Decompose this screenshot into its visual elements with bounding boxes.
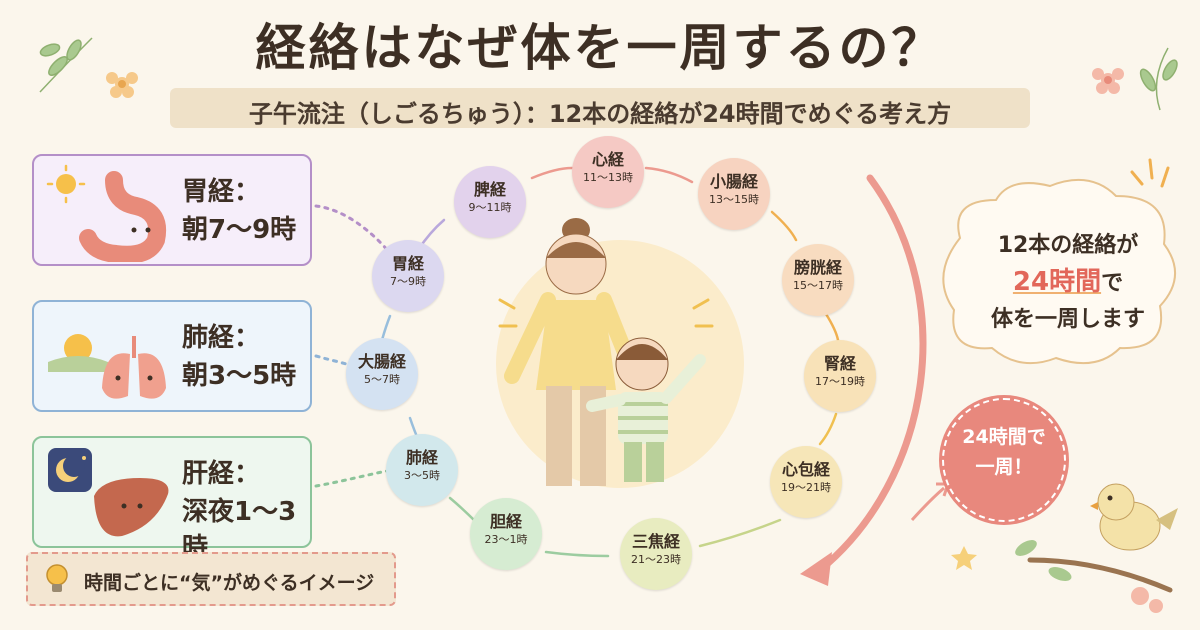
- bubble-after: で: [1101, 271, 1124, 296]
- sunrise-icon: [48, 334, 108, 372]
- badge-line: 24時間で: [962, 426, 1046, 448]
- meridian-node-lung: 肺経 3〜5時: [386, 434, 458, 506]
- cycle-connectors: [380, 166, 840, 558]
- bubble-line: 体を一周します: [990, 307, 1145, 332]
- connector-dots: [314, 204, 396, 260]
- meridian-time: 19〜21時: [781, 481, 831, 494]
- meridian-time: 17〜19時: [815, 375, 865, 388]
- meridian-node-large-intestine: 大腸経 5〜7時: [346, 338, 418, 410]
- card-icons: [46, 164, 166, 262]
- arrow-head-icon: [800, 552, 832, 586]
- meridian-node-small-intestine: 小腸経 13〜15時: [698, 158, 770, 230]
- moon-icon: [48, 448, 92, 492]
- card-meridian-time: 朝3〜5時: [182, 361, 297, 391]
- sun-icon: [46, 164, 86, 204]
- cycle-badge-text: 24時間で 一周！: [942, 422, 1066, 482]
- meridian-name: 胃経: [391, 254, 424, 273]
- meridian-node-kidney: 腎経 17〜19時: [804, 340, 876, 412]
- subtitle-band: [170, 88, 1030, 128]
- cloud-bubble: [942, 179, 1177, 365]
- card-stomach-meridian: 胃経： 朝7〜9時: [32, 154, 312, 266]
- card-icons: [48, 448, 169, 537]
- stomach-icon: [79, 171, 166, 262]
- card-meridian-name: 肝経：: [182, 459, 261, 489]
- card-meridian-name: 肺経：: [182, 323, 261, 353]
- sparkle-icon: [1130, 158, 1170, 188]
- meridian-node-spleen: 脾経 9〜11時: [454, 166, 526, 238]
- leaf-sprig-icon: [39, 37, 93, 93]
- meridian-name: 心経: [591, 150, 624, 169]
- liver-icon: [94, 478, 169, 537]
- flower-icon: [1092, 68, 1124, 94]
- connector-dots: [314, 468, 394, 488]
- card-meridian-time: 朝7〜9時: [182, 215, 297, 245]
- meridian-node-heart: 心経 11〜13時: [572, 136, 644, 208]
- bird-icon: [1015, 483, 1178, 613]
- bubble-line: 12本の経絡が: [997, 233, 1139, 258]
- card-liver-meridian: 肝経： 深夜1〜3時: [32, 436, 312, 563]
- lightbulb-icon: [46, 564, 68, 592]
- meridian-name: 膀胱経: [793, 258, 842, 277]
- meridian-time: 23〜1時: [484, 533, 528, 546]
- meridian-node-gallbladder: 胆経 23〜1時: [470, 498, 542, 570]
- meridian-name: 大腸経: [357, 352, 406, 371]
- connector-dots: [314, 354, 348, 366]
- meridian-name: 腎経: [823, 354, 856, 373]
- tagline: 時間ごとに“気”がめぐるイメージ: [84, 572, 375, 594]
- meridian-time: 5〜7時: [364, 373, 400, 386]
- bubble-line: 24時間で: [948, 264, 1188, 302]
- lungs-icon: [102, 336, 166, 399]
- bubble-highlight: 24時間: [1012, 267, 1102, 297]
- meridian-node-stomach: 胃経 7〜9時: [372, 240, 444, 312]
- meridian-time: 15〜17時: [793, 279, 843, 292]
- meridian-time: 7〜9時: [390, 275, 426, 288]
- star-icon: [951, 546, 977, 570]
- subtitle: 子午流注（しごるちゅう）：12本の経絡が24時間でめぐる考え方: [248, 100, 952, 128]
- page-title: 経絡はなぜ体を一周するの？: [255, 19, 945, 77]
- meridian-name: 三焦経: [631, 532, 680, 551]
- meridian-time: 21〜23時: [631, 553, 681, 566]
- meridian-time: 9〜11時: [468, 201, 512, 214]
- tagline-box: [26, 552, 396, 606]
- meridian-time: 11〜13時: [583, 171, 633, 184]
- card-meridian-name: 胃経：: [182, 177, 261, 207]
- meridian-node-triple-burner: 三焦経 21〜23時: [620, 518, 692, 590]
- meridian-node-bladder: 膀胱経 15〜17時: [782, 244, 854, 316]
- child-figure: [586, 337, 706, 482]
- cycle-badge: [942, 398, 1066, 522]
- meridian-name: 肺経: [405, 448, 438, 467]
- meridian-name: 小腸経: [709, 172, 758, 191]
- card-lung-meridian: 肺経： 朝3〜5時: [32, 300, 312, 412]
- mother-figure: [504, 218, 636, 486]
- card-meridian-time: 深夜1〜3時: [182, 497, 297, 563]
- meridian-time: 3〜5時: [404, 469, 440, 482]
- meridian-time: 13〜15時: [709, 193, 759, 206]
- meridian-name: 心包経: [781, 460, 830, 479]
- pointer-arrow: [910, 486, 945, 522]
- badge-line: 一周！: [975, 456, 1033, 478]
- meridian-name: 脾経: [473, 180, 506, 199]
- cycle-arrow: [816, 174, 927, 574]
- leaf-sprig-icon: [1139, 47, 1178, 111]
- cloud-bubble-text: 12本の経絡が 24時間で 体を一周します: [948, 228, 1188, 338]
- meridian-name: 胆経: [489, 512, 522, 531]
- meridian-node-pericardium: 心包経 19〜21時: [770, 446, 842, 518]
- sparkle-icon: [498, 298, 714, 328]
- flower-icon: [106, 72, 138, 98]
- card-icons: [48, 334, 166, 399]
